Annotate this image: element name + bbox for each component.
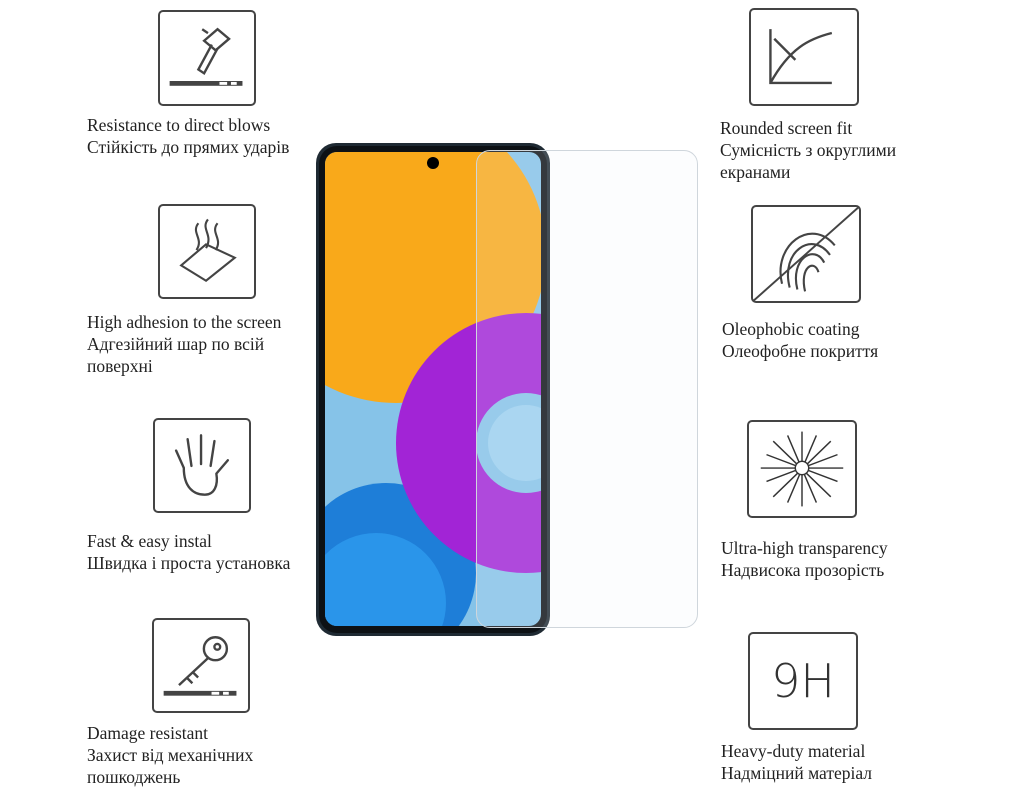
feature-text-adhesion: High adhesion to the screen Адгезійний ш… [87, 311, 281, 377]
feature-text-heavy-duty: Heavy-duty material Надміцний матеріал [721, 740, 872, 784]
hardness-badge-text: 9H [771, 654, 835, 708]
feature-ua: Швидка і проста установка [87, 553, 291, 573]
feature-ua: пошкоджень [87, 767, 181, 787]
feature-text-oleophobic: Oleophobic coating Олеофобне покриття [722, 318, 878, 362]
phone-image [316, 143, 550, 636]
fingerprint-icon [751, 205, 861, 303]
feature-ua: Надвисока прозорість [721, 560, 885, 580]
feature-text-transparency: Ultra-high transparency Надвисока прозор… [721, 537, 888, 581]
feature-en: Rounded screen fit [720, 118, 853, 138]
rounded-edge-icon [749, 8, 859, 106]
feature-ua: Надміцний матеріал [721, 763, 873, 783]
feature-ua: Адгезійний шар по всій [87, 334, 265, 354]
feature-text-resistance: Resistance to direct blows Стійкість до … [87, 114, 289, 158]
adhesion-icon [158, 204, 256, 299]
hardness-9h-icon: 9H [748, 632, 858, 730]
feature-en: Resistance to direct blows [87, 115, 271, 135]
feature-text-install: Fast & easy instal Швидка і проста устан… [87, 530, 290, 574]
feature-en: High adhesion to the screen [87, 312, 282, 332]
feature-ua: Захист від механічних [87, 745, 254, 765]
hand-icon [153, 418, 251, 513]
feature-ua: поверхні [87, 356, 153, 376]
screen-protector-glass [476, 150, 698, 628]
feature-en: Fast & easy instal [87, 531, 212, 551]
feature-ua: Олеофобне покриття [722, 341, 879, 361]
key-icon [152, 618, 250, 713]
feature-text-rounded: Rounded screen fit Сумісність з округлим… [720, 117, 896, 183]
feature-ua: екранами [720, 162, 791, 182]
feature-ua: Сумісність з округлими [720, 140, 897, 160]
feature-en: Damage resistant [87, 723, 208, 743]
feature-ua: Стійкість до прямих ударів [87, 137, 290, 157]
starburst-icon [747, 420, 857, 518]
feature-en: Ultra-high transparency [721, 538, 888, 558]
hammer-icon [158, 10, 256, 106]
feature-text-damage: Damage resistant Захист від механічних п… [87, 722, 253, 788]
feature-en: Heavy-duty material [721, 741, 866, 761]
feature-en: Oleophobic coating [722, 319, 860, 339]
